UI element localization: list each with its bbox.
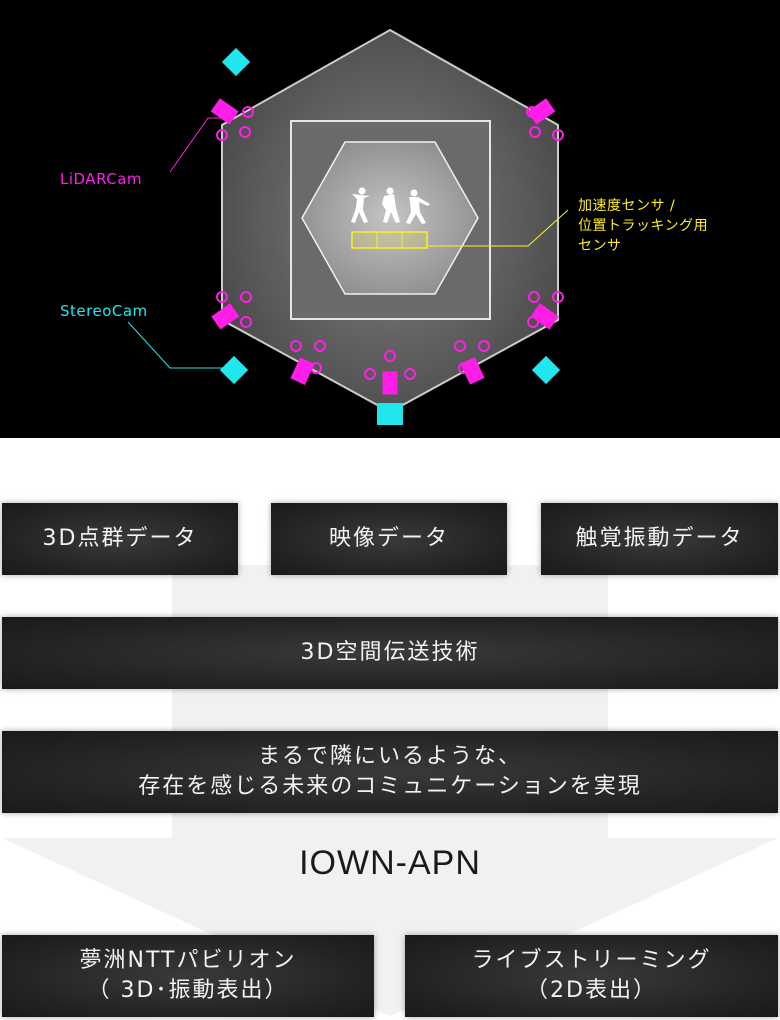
vision-line-2: 存在を感じる未来のコミュニケーションを実現	[138, 774, 642, 799]
sensor-label-line-1: 加速度センサ /	[578, 198, 676, 214]
data-type-label: 映像データ	[328, 526, 449, 551]
output-line-2: （2D表出）	[526, 978, 657, 1003]
output-live-streaming: ライブストリーミング （2D表出）	[405, 935, 778, 1017]
inner-hexagon	[301, 141, 479, 295]
lidar-rings	[216, 106, 564, 380]
stereo-cam-label: StereoCam	[60, 302, 148, 320]
output-line-1: 夢洲NTTパビリオン	[79, 948, 297, 973]
data-type-video: 映像データ	[271, 503, 507, 575]
network-label: IOWN-APN	[299, 844, 481, 882]
stereo-leader	[127, 321, 222, 369]
vision-line-1: まるで隣にいるような、	[257, 744, 522, 769]
sensor-leader	[427, 209, 569, 247]
sensor-label-line-3: センサ	[578, 238, 622, 254]
data-type-label: 3D点群データ	[42, 526, 198, 551]
stage-diagram: LiDARCam StereoCam 加速度センサ / 位置トラッキング用 セン…	[0, 0, 780, 438]
output-line-2: （ 3D･振動表出）	[87, 978, 289, 1003]
output-pavilion: 夢洲NTTパビリオン （ 3D･振動表出）	[2, 935, 374, 1017]
sensor-label-line-2: 位置トラッキング用	[578, 218, 709, 234]
lidar-leader	[169, 117, 222, 173]
data-type-label: 触覚振動データ	[575, 526, 744, 551]
data-type-haptic: 触覚振動データ	[541, 503, 778, 575]
output-line-1: ライブストリーミング	[471, 948, 712, 973]
vision-box: まるで隣にいるような、 存在を感じる未来のコミュニケーションを実現	[2, 731, 778, 813]
performers	[351, 187, 430, 224]
technology-label: 3D空間伝送技術	[300, 640, 480, 665]
lidar-cam-label: LiDARCam	[60, 170, 143, 188]
sensor-zone	[351, 231, 428, 249]
stage-floor-plan	[127, 28, 569, 425]
sensor-label: 加速度センサ / 位置トラッキング用 センサ	[578, 196, 708, 256]
technology-box: 3D空間伝送技術	[2, 617, 778, 689]
data-type-point-cloud: 3D点群データ	[2, 503, 238, 575]
